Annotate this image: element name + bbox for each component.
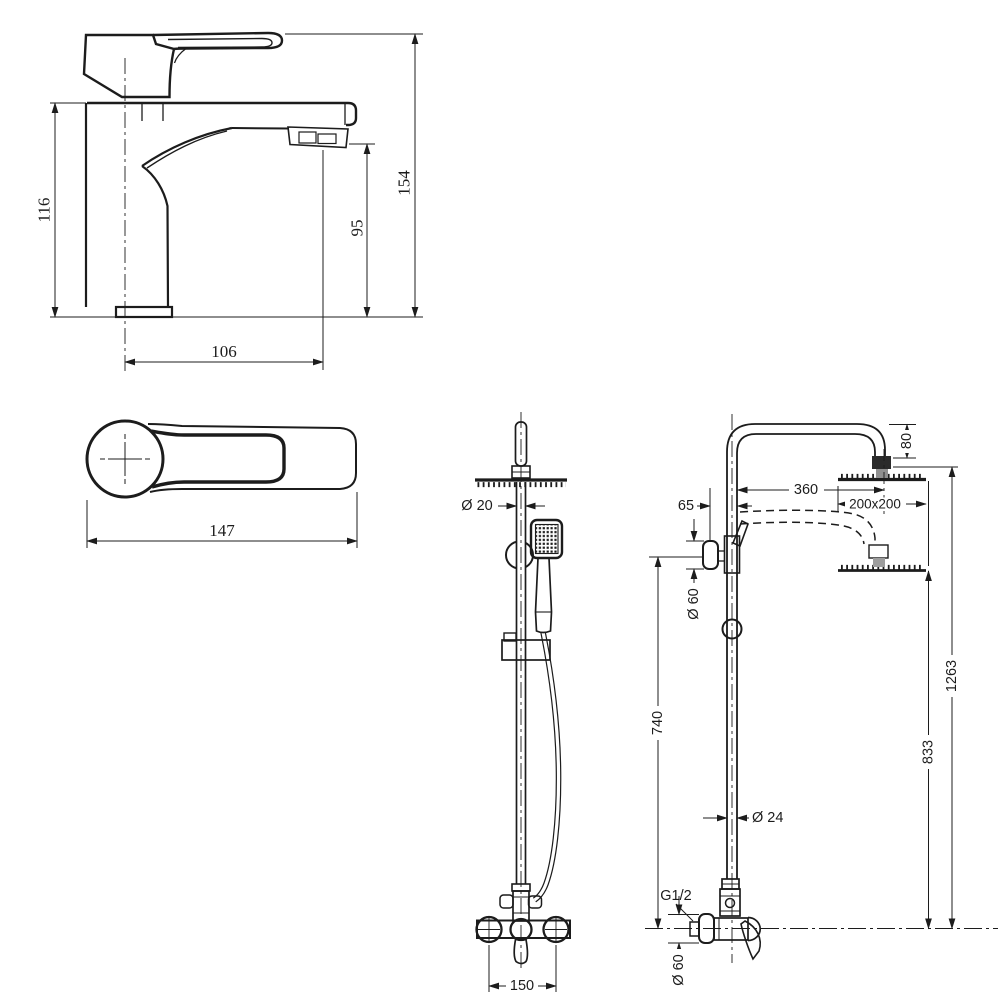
dim-side-wall-offset: 65 — [678, 488, 752, 540]
shower-riser-front — [511, 421, 531, 884]
head-stem-high — [876, 469, 888, 478]
shower-mixer-side — [689, 878, 762, 961]
shower-slider-bracket — [501, 632, 551, 661]
faucet-side-view: 116 154 95 106 — [35, 31, 423, 372]
dim-label-side-height-high: 1263 — [944, 660, 960, 692]
dim-label-side-mixer-flange: Ø 60 — [671, 954, 687, 985]
dim-side-head-size: 200x200 — [837, 481, 929, 566]
dim-side-bracket-flange: Ø 60 — [685, 519, 704, 625]
shower-hose-front — [532, 631, 562, 903]
faucet-top-view: 147 — [85, 419, 358, 548]
dim-faucet-spout-reach: 106 — [124, 150, 324, 370]
faucet-top-handle-outline — [150, 429, 286, 489]
dim-label-faucet-top-length: 147 — [209, 521, 235, 540]
dim-side-bracket-height: 740 — [649, 556, 703, 930]
dim-front-inlet-spacing: 150 — [488, 945, 557, 994]
dim-side-pipe-diameter: Ø 24 — [703, 810, 783, 826]
faucet-top-head-circle — [85, 419, 165, 499]
dim-front-pipe-diameter: Ø 20 — [461, 498, 545, 514]
head-connector-high — [872, 456, 891, 469]
head-stem-low — [873, 558, 885, 567]
dim-side-head-drop: 80 — [889, 423, 916, 459]
shower-arm-side — [726, 423, 886, 879]
shower-head-side-high — [838, 456, 926, 482]
faucet-handle-lever — [152, 31, 284, 64]
dim-label-side-head-size: 200x200 — [849, 497, 901, 512]
shower-side-view: 80 360 200x200 65 — [645, 414, 998, 991]
dim-label-front-pipe-diameter: Ø 20 — [461, 498, 492, 514]
dim-label-faucet-total-height: 154 — [395, 170, 414, 196]
dim-faucet-body-height: 116 — [35, 102, 86, 318]
dim-side-arm-reach: 360 — [736, 482, 885, 498]
dim-label-side-arm-reach: 360 — [794, 482, 818, 498]
faucet-top-center-mark — [100, 434, 150, 484]
shower-arm-alt-dashed — [739, 509, 876, 545]
dim-faucet-total-height: 154 — [285, 33, 423, 318]
dim-label-side-thread: G1/2 — [660, 888, 691, 904]
head-connector-low — [868, 544, 889, 559]
dim-label-faucet-spout-reach: 106 — [211, 342, 237, 361]
handshower-holder-side — [731, 519, 749, 548]
mixer-flange-right — [542, 915, 570, 944]
dim-faucet-top-length: 147 — [86, 492, 358, 548]
mixer-lever-front — [513, 938, 529, 965]
dim-side-mixer-flange: Ø 60 — [668, 896, 699, 991]
dim-side-height-high: 1263 — [893, 466, 961, 930]
dim-side-height-low: 833 — [919, 570, 938, 930]
wall-bracket-flange — [702, 540, 725, 570]
faucet-top-body-outline — [147, 423, 357, 493]
diverter-knob-side — [724, 897, 736, 909]
callout-side-thread: G1/2 — [660, 888, 694, 922]
faucet-aerator — [287, 126, 349, 149]
dim-label-front-inlet-spacing: 150 — [510, 978, 534, 994]
dim-faucet-spout-height: 95 — [348, 143, 375, 318]
handshower-front — [529, 518, 564, 634]
dim-label-side-pipe-diameter: Ø 24 — [752, 810, 783, 826]
dim-label-side-height-low: 833 — [921, 740, 937, 764]
shower-front-view: Ø 20 150 — [461, 412, 571, 994]
hose-nipple-front — [527, 895, 543, 909]
dim-label-faucet-spout-height: 95 — [348, 220, 367, 237]
faucet-spout — [84, 101, 358, 308]
dim-label-side-bracket-height: 740 — [650, 711, 666, 735]
diverter-knob-front — [499, 894, 514, 909]
shower-head-side-low — [838, 544, 926, 572]
dim-label-side-wall-offset: 65 — [678, 498, 694, 514]
mixer-flange-left — [475, 915, 503, 944]
mixer-center-marks — [478, 918, 567, 941]
dim-label-faucet-body-height: 116 — [35, 198, 54, 223]
faucet-base-plate — [114, 305, 174, 319]
dim-label-side-head-drop: 80 — [899, 433, 915, 449]
dim-label-side-bracket-flange: Ø 60 — [686, 588, 702, 619]
mixer-inlet-side — [689, 921, 700, 937]
faucet-control-head — [82, 33, 176, 99]
